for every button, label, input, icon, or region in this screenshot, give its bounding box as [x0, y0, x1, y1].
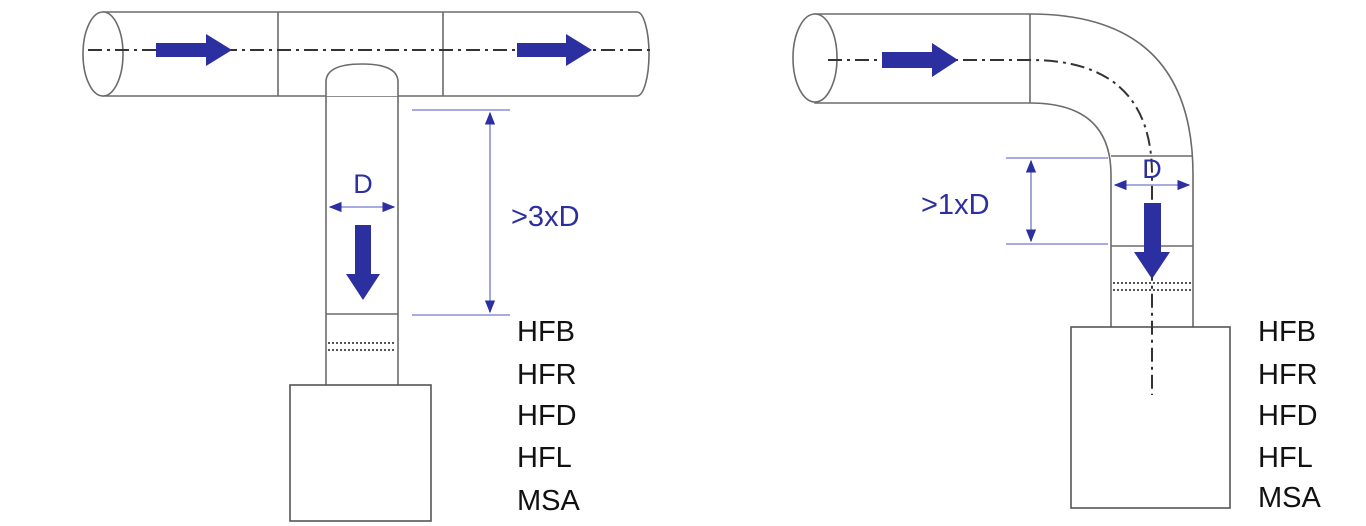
right-model-hfd: HFD	[1258, 400, 1318, 432]
left-model-hfb: HFB	[517, 316, 575, 348]
left-branch-flow-arrow	[346, 225, 380, 300]
right-outlet-flow-arrow	[1134, 203, 1170, 279]
left-meter-housing	[289, 384, 432, 522]
right-inlet-flow-arrow	[882, 43, 958, 77]
right-model-hfb: HFB	[1258, 316, 1316, 348]
right-model-hfr: HFR	[1258, 359, 1318, 391]
left-distance-label: >3xD	[511, 201, 580, 233]
right-pipe-inlet-opening	[792, 13, 838, 103]
left-inlet-flow-arrow	[156, 34, 232, 66]
left-diameter-label: D	[353, 169, 373, 199]
left-model-hfr: HFR	[517, 359, 577, 391]
left-model-msa: MSA	[517, 485, 581, 517]
left-model-hfl: HFL	[517, 442, 572, 474]
left-model-hfd: HFD	[517, 400, 577, 432]
left-pipe-inlet-opening	[82, 11, 124, 97]
right-elbow-pipe	[814, 13, 1194, 329]
right-meter-housing	[1070, 326, 1231, 509]
right-diameter-label: D	[1142, 154, 1162, 184]
right-model-hfl: HFL	[1258, 442, 1313, 474]
right-model-msa: MSA	[1258, 482, 1322, 514]
left-model-list: HFB HFR HFD HFL MSA	[517, 316, 581, 517]
right-model-list: HFB HFR HFD HFL MSA	[1258, 316, 1322, 514]
left-main-pipe	[102, 11, 650, 97]
right-distance-label: >1xD	[921, 189, 990, 221]
right-elbow-assembly: D >1xD HFB HFR HFD HFL MSA	[792, 13, 1322, 514]
left-tee-assembly: D >3xD HFB HFR HFD HFL MSA	[82, 11, 655, 522]
left-branch-dome	[325, 63, 399, 96]
right-centerline	[828, 59, 1153, 395]
left-outlet-flow-arrow	[517, 34, 592, 66]
